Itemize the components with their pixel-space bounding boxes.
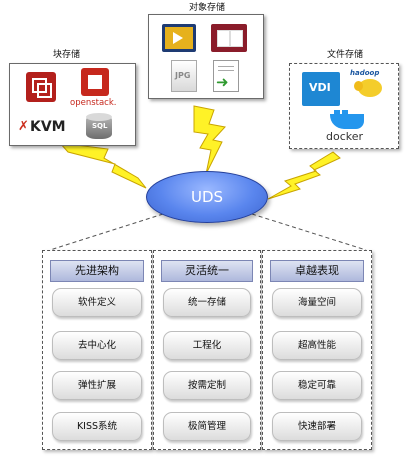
- object-storage-caption: 对象存储: [189, 3, 226, 13]
- column-title: 灵活统一: [161, 260, 253, 282]
- lightning-bolt-right: [267, 151, 341, 200]
- openstack-logo: openstack.: [70, 68, 122, 112]
- lightning-bolt-left: [58, 142, 147, 189]
- feature-item: 按需定制: [163, 371, 251, 400]
- feature-item: 海量空间: [272, 288, 362, 317]
- column-title: 卓越表现: [270, 260, 364, 282]
- feature-item: KISS系统: [52, 412, 142, 441]
- dashed-connector-right: [251, 213, 367, 251]
- vdi-logo: VDI: [302, 72, 340, 106]
- feature-item: 快速部署: [272, 412, 362, 441]
- file-storage-box: VDI hadoop docker: [289, 63, 399, 149]
- hadoop-logo: hadoop: [346, 69, 394, 109]
- sql-database-icon: SQL: [82, 109, 116, 141]
- feature-item: 去中心化: [52, 331, 142, 360]
- block-storage-box: openstack. ✗ KVM SQL: [9, 63, 136, 146]
- column-excellent-performance: 卓越表现 海量空间 超高性能 稳定可靠 快速部署: [262, 250, 372, 450]
- block-storage-caption: 块存储: [53, 50, 81, 60]
- feature-item: 稳定可靠: [272, 371, 362, 400]
- jpg-file-icon: JPG: [171, 60, 197, 92]
- dashed-connector-left: [49, 213, 164, 251]
- column-advanced-architecture: 先进架构 软件定义 去中心化 弹性扩展 KISS系统: [42, 250, 152, 450]
- uds-node: UDS: [146, 171, 268, 223]
- object-storage-box: JPG ➜: [148, 14, 264, 99]
- feature-item: 软件定义: [52, 288, 142, 317]
- feature-item: 工程化: [163, 331, 251, 360]
- video-file-icon: [162, 24, 196, 52]
- feature-item: 统一存储: [163, 288, 251, 317]
- file-storage-caption: 文件存储: [327, 50, 364, 60]
- docker-logo: docker: [324, 110, 374, 146]
- feature-item: 弹性扩展: [52, 371, 142, 400]
- vmware-icon: [26, 72, 56, 102]
- kvm-logo: ✗ KVM: [18, 119, 66, 135]
- column-title: 先进架构: [50, 260, 144, 282]
- feature-item: 超高性能: [272, 331, 362, 360]
- feature-item: 极简管理: [163, 412, 251, 441]
- lightning-bolt-center: [193, 105, 226, 175]
- column-flexible-unified: 灵活统一 统一存储 工程化 按需定制 极简管理: [153, 250, 261, 450]
- document-arrow-icon: ➜: [213, 60, 239, 92]
- book-icon: [211, 24, 247, 52]
